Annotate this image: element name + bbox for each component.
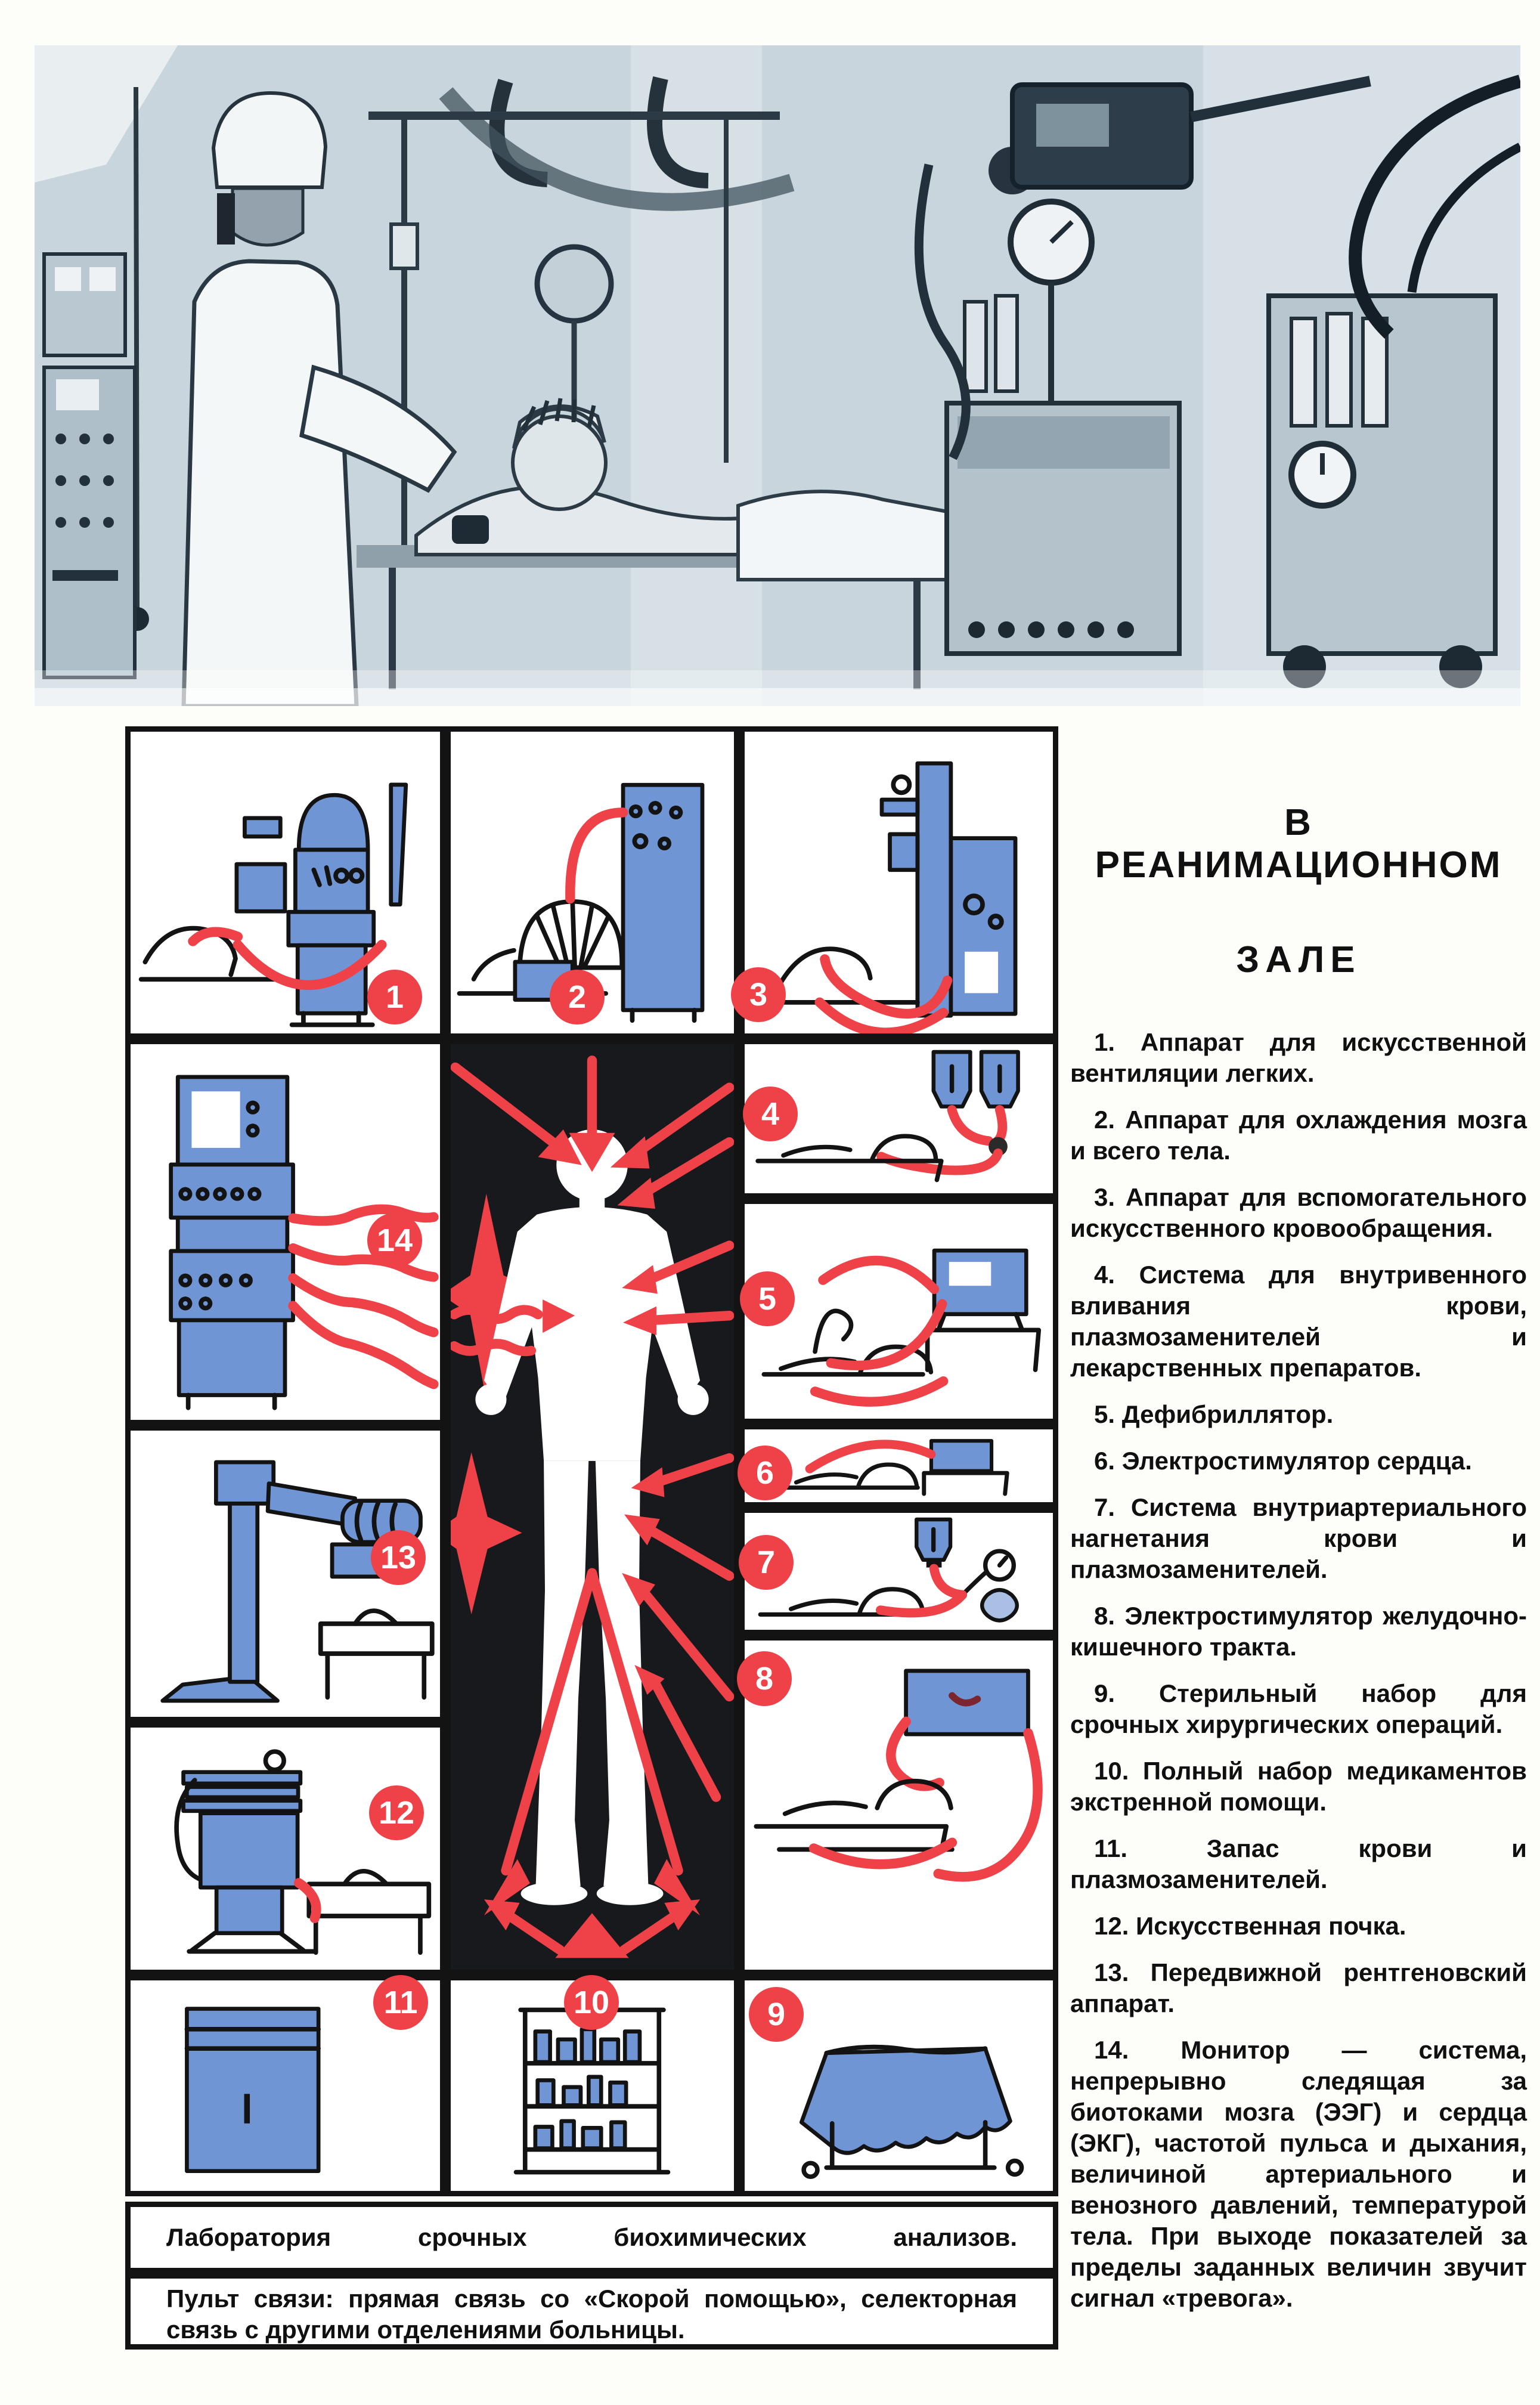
diagram-number-14: 14 (367, 1213, 422, 1268)
diagram-number-10: 10 (564, 1975, 619, 2030)
diagram-number-2: 2 (550, 970, 605, 1024)
article-title-line2: ЗАЛЕ (1236, 939, 1361, 980)
legend-item-7: 7. Система внутриартериального нагнетани… (1070, 1493, 1527, 1583)
panel-2-cooling-apparatus (445, 726, 739, 1039)
legend-item-8: 8. Электростимулятор желудочно-кишечного… (1070, 1602, 1527, 1661)
diagram-number-7: 7 (739, 1535, 794, 1590)
diagram-number-5: 5 (740, 1271, 795, 1326)
diagram-number-3: 3 (731, 967, 786, 1022)
panel-5-defibrillator (739, 1199, 1058, 1424)
legend-item-2: 2. Аппарат для охлаждения мозга и всего … (1070, 1106, 1527, 1165)
caption-laboratory-text: Лаборатория срочных биохимических анализ… (166, 2223, 1017, 2251)
caption-laboratory: Лаборатория срочных биохимических анализ… (125, 2202, 1058, 2273)
article-title-line1: В РЕАНИМАЦИОННОМ (1095, 802, 1502, 886)
diagram-number-13: 13 (371, 1530, 426, 1585)
legend-item-9: 9. Стерильный набор для срочных хирургич… (1070, 1679, 1527, 1738)
panel-patient-silhouette (445, 1039, 739, 1975)
equipment-diagram: 1 2 3 4 5 6 7 8 9 10 11 12 13 14 (125, 726, 1058, 2196)
legend-item-14: 14. Монитор — система, непрерывно следящ… (1070, 2036, 1527, 2312)
diagram-number-12: 12 (369, 1785, 424, 1840)
legend-item-13: 13. Передвижной рентгеновский аппарат. (1070, 1958, 1527, 2017)
diagram-number-4: 4 (743, 1087, 798, 1141)
panel-7-arterial-pump (739, 1508, 1058, 1635)
diagram-number-8: 8 (737, 1651, 792, 1706)
diagram-number-1: 1 (367, 970, 422, 1024)
diagram-number-11: 11 (373, 1975, 428, 2030)
panel-6-heart-stimulator (739, 1424, 1058, 1508)
article-title: В РЕАНИМАЦИОННОМ ЗАЛЕ (1070, 787, 1527, 981)
legend-item-4: 4. Система для внутривенного вливания кр… (1070, 1261, 1527, 1382)
panel-3-assisted-circulation (739, 726, 1058, 1039)
photo-resuscitation-room (35, 45, 1523, 708)
panel-8-gastric-stimulator (739, 1635, 1058, 1975)
photo-illustration (35, 45, 1523, 708)
diagram-number-6: 6 (738, 1446, 792, 1500)
diagram-number-9: 9 (749, 1987, 804, 2042)
legend-item-6: 6. Электростимулятор сердца. (1094, 1447, 1472, 1475)
legend-item-12: 12. Искусственная почка. (1094, 1912, 1406, 1940)
legend-item-5: 5. Дефибриллятор. (1094, 1400, 1334, 1428)
legend-item-11: 11. Запас крови и плазмозаменителей. (1070, 1834, 1527, 1893)
legend-item-10: 10. Полный набор медикаментов экстренной… (1070, 1757, 1527, 1816)
caption-console: Пульт связи: прямая связь со «Скорой пом… (125, 2273, 1058, 2350)
panel-12-artificial-kidney (125, 1722, 445, 1975)
legend-item-1: 1. Аппарат для искусственной вентиляции … (1070, 1028, 1527, 1087)
equipment-legend: 1. Аппарат для искусственной вентиляции … (1070, 1027, 1527, 2329)
legend-item-3: 3. Аппарат для вспомогательного искусств… (1070, 1183, 1527, 1242)
